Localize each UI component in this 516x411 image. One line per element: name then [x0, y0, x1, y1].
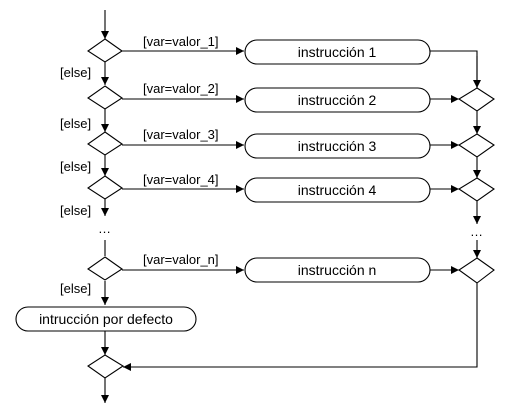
- arrowhead: [123, 363, 131, 371]
- arrowhead: [236, 141, 244, 149]
- guard-label-2: [var=valor_2]: [143, 81, 219, 96]
- action-label-n: instrucción n: [298, 262, 377, 278]
- merge-return-path: [123, 283, 478, 368]
- ellipsis-right: …: [470, 224, 483, 239]
- else-label-n: [else]: [60, 281, 91, 296]
- action-node-4: [244, 177, 431, 203]
- action-label-3: instrucción 3: [298, 138, 377, 154]
- arrowhead: [451, 95, 459, 103]
- arrowhead: [101, 168, 109, 176]
- arrowhead: [451, 185, 459, 193]
- arrowhead: [236, 95, 244, 103]
- arrowhead: [473, 250, 481, 258]
- action-label-1: instrucción 1: [298, 44, 377, 60]
- arrowhead: [101, 31, 109, 39]
- action-node-2: [244, 87, 431, 113]
- guard-label-n: [var=valor_n]: [143, 252, 219, 267]
- arrowhead: [101, 77, 109, 85]
- else-label-1: [else]: [60, 65, 91, 80]
- merge-node-2: [457, 87, 495, 112]
- action-node-1: [244, 39, 431, 65]
- arrowhead: [473, 80, 481, 88]
- merge-node-4: [457, 177, 495, 202]
- arrowhead: [451, 266, 459, 274]
- action-label-4: instrucción 4: [298, 182, 377, 198]
- else-label-4: [else]: [60, 203, 91, 218]
- arrowhead: [236, 47, 244, 55]
- guard-label-3: [var=valor_3]: [143, 127, 219, 142]
- arrowhead: [473, 170, 481, 178]
- arrowhead: [101, 347, 109, 355]
- default-action-label: intrucción por defecto: [39, 311, 173, 327]
- arrowhead: [473, 216, 481, 224]
- ellipsis-left: …: [98, 221, 111, 236]
- else-label-3: [else]: [60, 159, 91, 174]
- action-node-3: [244, 133, 431, 159]
- arrowhead: [101, 395, 109, 403]
- arrowhead: [101, 297, 109, 305]
- decision-node-4: [87, 175, 123, 200]
- guard-label-1: [var=valor_1]: [143, 34, 219, 49]
- merge-node-3: [457, 133, 495, 158]
- arrowhead: [473, 126, 481, 134]
- final-merge-node: [87, 354, 125, 379]
- decision-node-n: [87, 256, 123, 281]
- guard-label-4: [var=valor_4]: [143, 172, 219, 187]
- arrowhead: [236, 185, 244, 193]
- merge-node-n: [458, 257, 495, 284]
- else-label-2: [else]: [60, 116, 91, 131]
- action-1-out: [430, 50, 478, 88]
- action-label-2: instrucción 2: [298, 92, 377, 108]
- decision-node-3: [87, 131, 123, 156]
- arrowhead: [101, 208, 109, 216]
- arrowhead: [451, 141, 459, 149]
- decision-node-1: [87, 38, 123, 63]
- arrowhead: [236, 266, 244, 274]
- action-node-n: [244, 257, 431, 283]
- decision-node-2: [87, 85, 123, 110]
- arrowhead: [101, 124, 109, 132]
- default-action-node: [15, 306, 197, 332]
